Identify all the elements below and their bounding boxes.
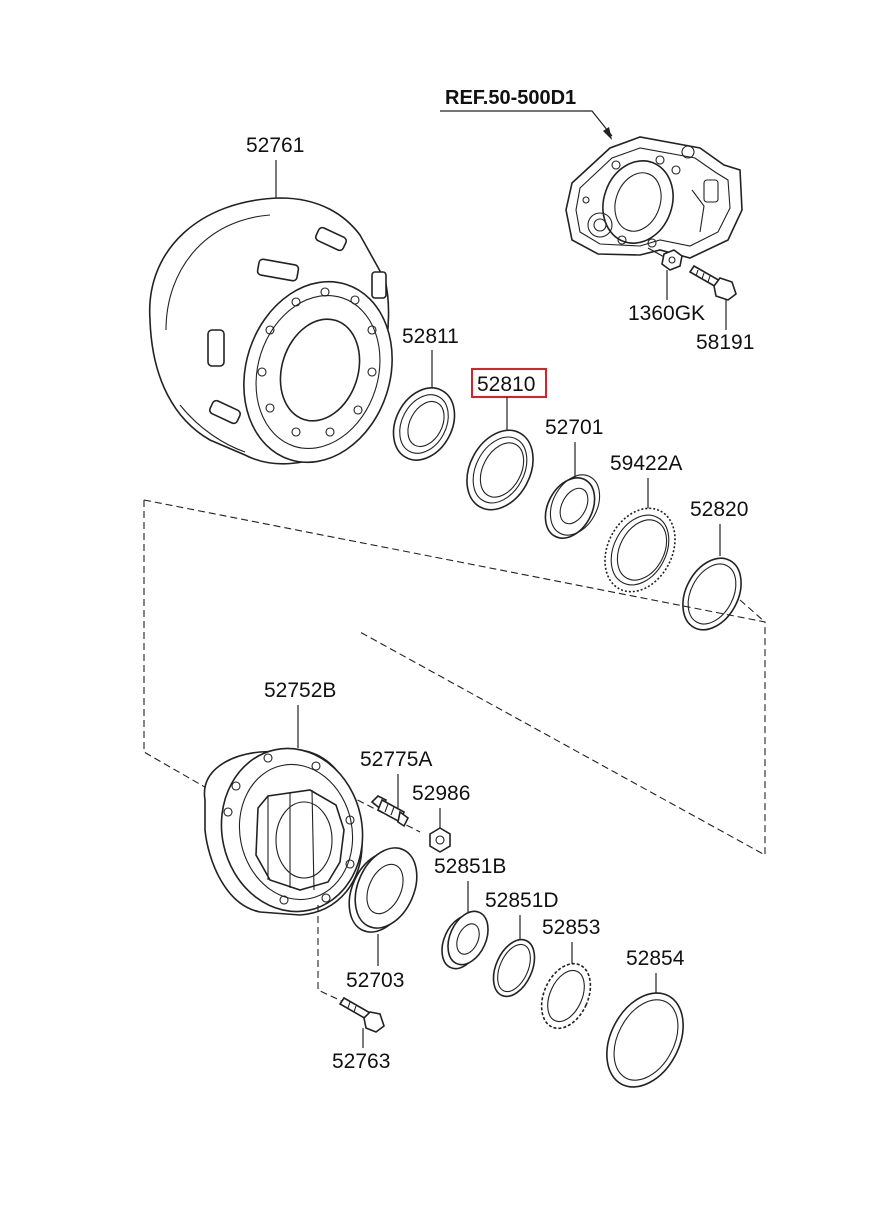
washer[interactable] (485, 933, 542, 1002)
part-label-52853[interactable]: 52853 (542, 916, 600, 939)
backing-plate-nut[interactable] (647, 247, 683, 300)
part-label-52701[interactable]: 52701 (545, 416, 603, 439)
part-label-52775A[interactable]: 52775A (360, 748, 432, 771)
part-label-52851B[interactable]: 52851B (434, 855, 506, 878)
reference-arrow (440, 110, 613, 140)
part-label-52986[interactable]: 52986 (412, 782, 470, 805)
part-label-52820[interactable]: 52820 (690, 498, 748, 521)
backing-plate-bolt[interactable] (688, 264, 737, 330)
part-label-52810[interactable]: 52810 (477, 373, 535, 396)
brake-drum[interactable] (148, 197, 415, 482)
oil-seal-outer[interactable] (381, 377, 466, 470)
part-label-52811[interactable]: 52811 (402, 325, 459, 348)
hub-screw[interactable] (338, 996, 385, 1033)
reference-label[interactable]: REF.50-500D1 (445, 87, 576, 109)
part-label-59422A[interactable]: 59422A (610, 452, 682, 475)
sensor-ring[interactable] (591, 496, 689, 604)
part-label-1360GK[interactable]: 1360GK (628, 302, 705, 325)
part-label-52854[interactable]: 52854 (626, 947, 685, 970)
part-label-52703[interactable]: 52703 (346, 969, 404, 992)
part-label-52851D[interactable]: 52851D (485, 889, 559, 912)
spacer-ring[interactable] (671, 548, 753, 640)
oil-seal-highlighted[interactable] (454, 419, 546, 521)
needle-bearing[interactable] (532, 956, 600, 1036)
bearing-small[interactable] (434, 905, 496, 975)
part-label-58191[interactable]: 58191 (696, 331, 754, 354)
bearing-inner[interactable] (536, 466, 610, 546)
hub[interactable] (203, 735, 377, 925)
seal-ring[interactable] (592, 980, 699, 1100)
highlight-box-52810 (471, 368, 547, 398)
hub-screw-dash (317, 905, 349, 1005)
part-label-52761[interactable]: 52761 (246, 134, 304, 157)
hub-bolt[interactable] (370, 795, 410, 828)
hub-nut[interactable] (429, 827, 451, 853)
bearing-outer[interactable] (337, 838, 428, 942)
part-label-52752B[interactable]: 52752B (264, 679, 336, 702)
backing-plate[interactable] (565, 136, 743, 259)
part-label-52763[interactable]: 52763 (332, 1050, 390, 1073)
